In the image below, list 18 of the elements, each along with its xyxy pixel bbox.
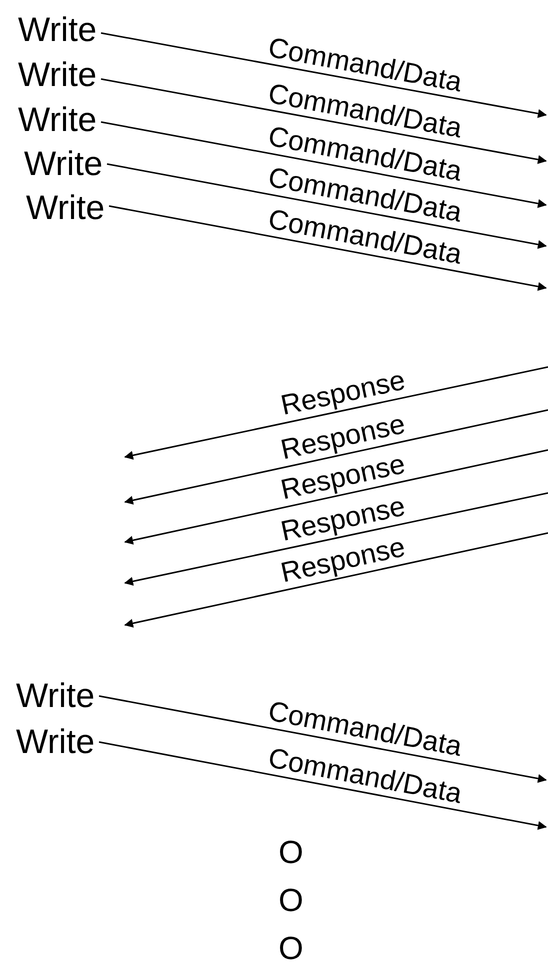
arrow: [106, 163, 547, 249]
node-label: Write: [26, 191, 105, 225]
node-label: Write: [18, 13, 97, 47]
node-label: Write: [18, 58, 97, 92]
node-label: Write: [24, 147, 103, 181]
arrow: [98, 741, 547, 830]
node-label: Write: [18, 103, 97, 137]
continuation-mark: O: [278, 836, 304, 868]
continuation-mark: O: [278, 932, 304, 964]
arrow: [100, 78, 547, 164]
arrow: [98, 695, 547, 783]
node-label: Write: [16, 679, 95, 713]
arrow: [108, 205, 547, 291]
arrow-label: Response: [278, 366, 408, 420]
arrow: [100, 32, 547, 118]
arrow: [100, 121, 547, 208]
continuation-mark: O: [278, 884, 304, 916]
node-label: Write: [16, 725, 95, 759]
